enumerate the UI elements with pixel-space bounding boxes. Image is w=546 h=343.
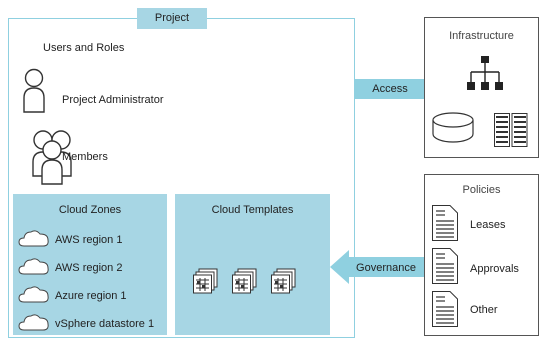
template-icon: [232, 268, 257, 294]
policy-item-other: Other: [470, 304, 498, 316]
infrastructure-title: Infrastructure: [449, 30, 514, 42]
cloud-icon: [18, 258, 49, 275]
access-arrow: [355, 72, 444, 106]
users-roles-heading: Users and Roles: [43, 42, 125, 54]
cloud-zone-item: Azure region 1: [55, 290, 127, 302]
cloud-templates-panel: [175, 194, 330, 335]
cloud-templates-title: Cloud Templates: [211, 204, 294, 216]
members-label: Members: [62, 151, 108, 163]
document-icon: [432, 248, 458, 284]
policy-item-leases: Leases: [470, 219, 506, 231]
document-icon: [432, 205, 458, 241]
members-icon: [32, 130, 72, 185]
policy-item-approvals: Approvals: [470, 263, 519, 275]
template-icon: [271, 268, 296, 294]
document-icon: [432, 291, 458, 327]
administrator-icon: [23, 68, 45, 113]
network-icon: [467, 56, 503, 90]
cloud-icon: [18, 230, 49, 247]
template-icon: [193, 268, 218, 294]
access-label: Access: [372, 83, 408, 95]
governance-label: Governance: [356, 262, 416, 274]
cloud-zone-item: AWS region 2: [55, 262, 123, 274]
governance-arrow: [330, 250, 424, 284]
server-rack-icon: [494, 113, 528, 147]
cloud-zone-item: AWS region 1: [55, 234, 123, 246]
storage-icon: [432, 112, 474, 143]
cloud-zones-title: Cloud Zones: [58, 204, 122, 216]
project-administrator-label: Project Administrator: [62, 94, 164, 106]
cloud-icon: [18, 286, 49, 303]
policies-title: Policies: [462, 184, 501, 196]
cloud-zone-item: vSphere datastore 1: [55, 318, 155, 330]
project-title: Project: [137, 8, 207, 29]
cloud-icon: [18, 314, 49, 331]
